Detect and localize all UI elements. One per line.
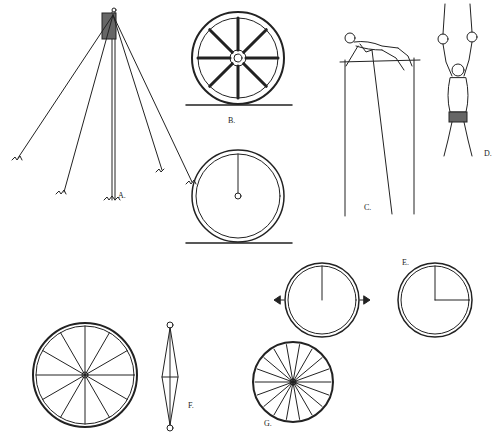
pole-vaulter (340, 33, 420, 216)
ring-wheel (186, 150, 292, 243)
wheel-side-view (162, 322, 178, 431)
figure-letter: D. (484, 150, 492, 158)
figure-letter: A. (118, 192, 126, 200)
spoked-wheel (253, 342, 333, 422)
flagpole (12, 8, 196, 200)
expanding-rings (274, 263, 472, 337)
bicycle-wheel (33, 323, 137, 427)
figure-letter: B. (228, 117, 235, 125)
figure-letter: E. (402, 259, 409, 267)
figure-letter: C. (364, 204, 371, 212)
wagon-wheel (186, 12, 292, 105)
figure-letter: G. (264, 420, 272, 428)
ring-gymnast (438, 4, 477, 156)
figure-letter: F. (188, 402, 194, 410)
